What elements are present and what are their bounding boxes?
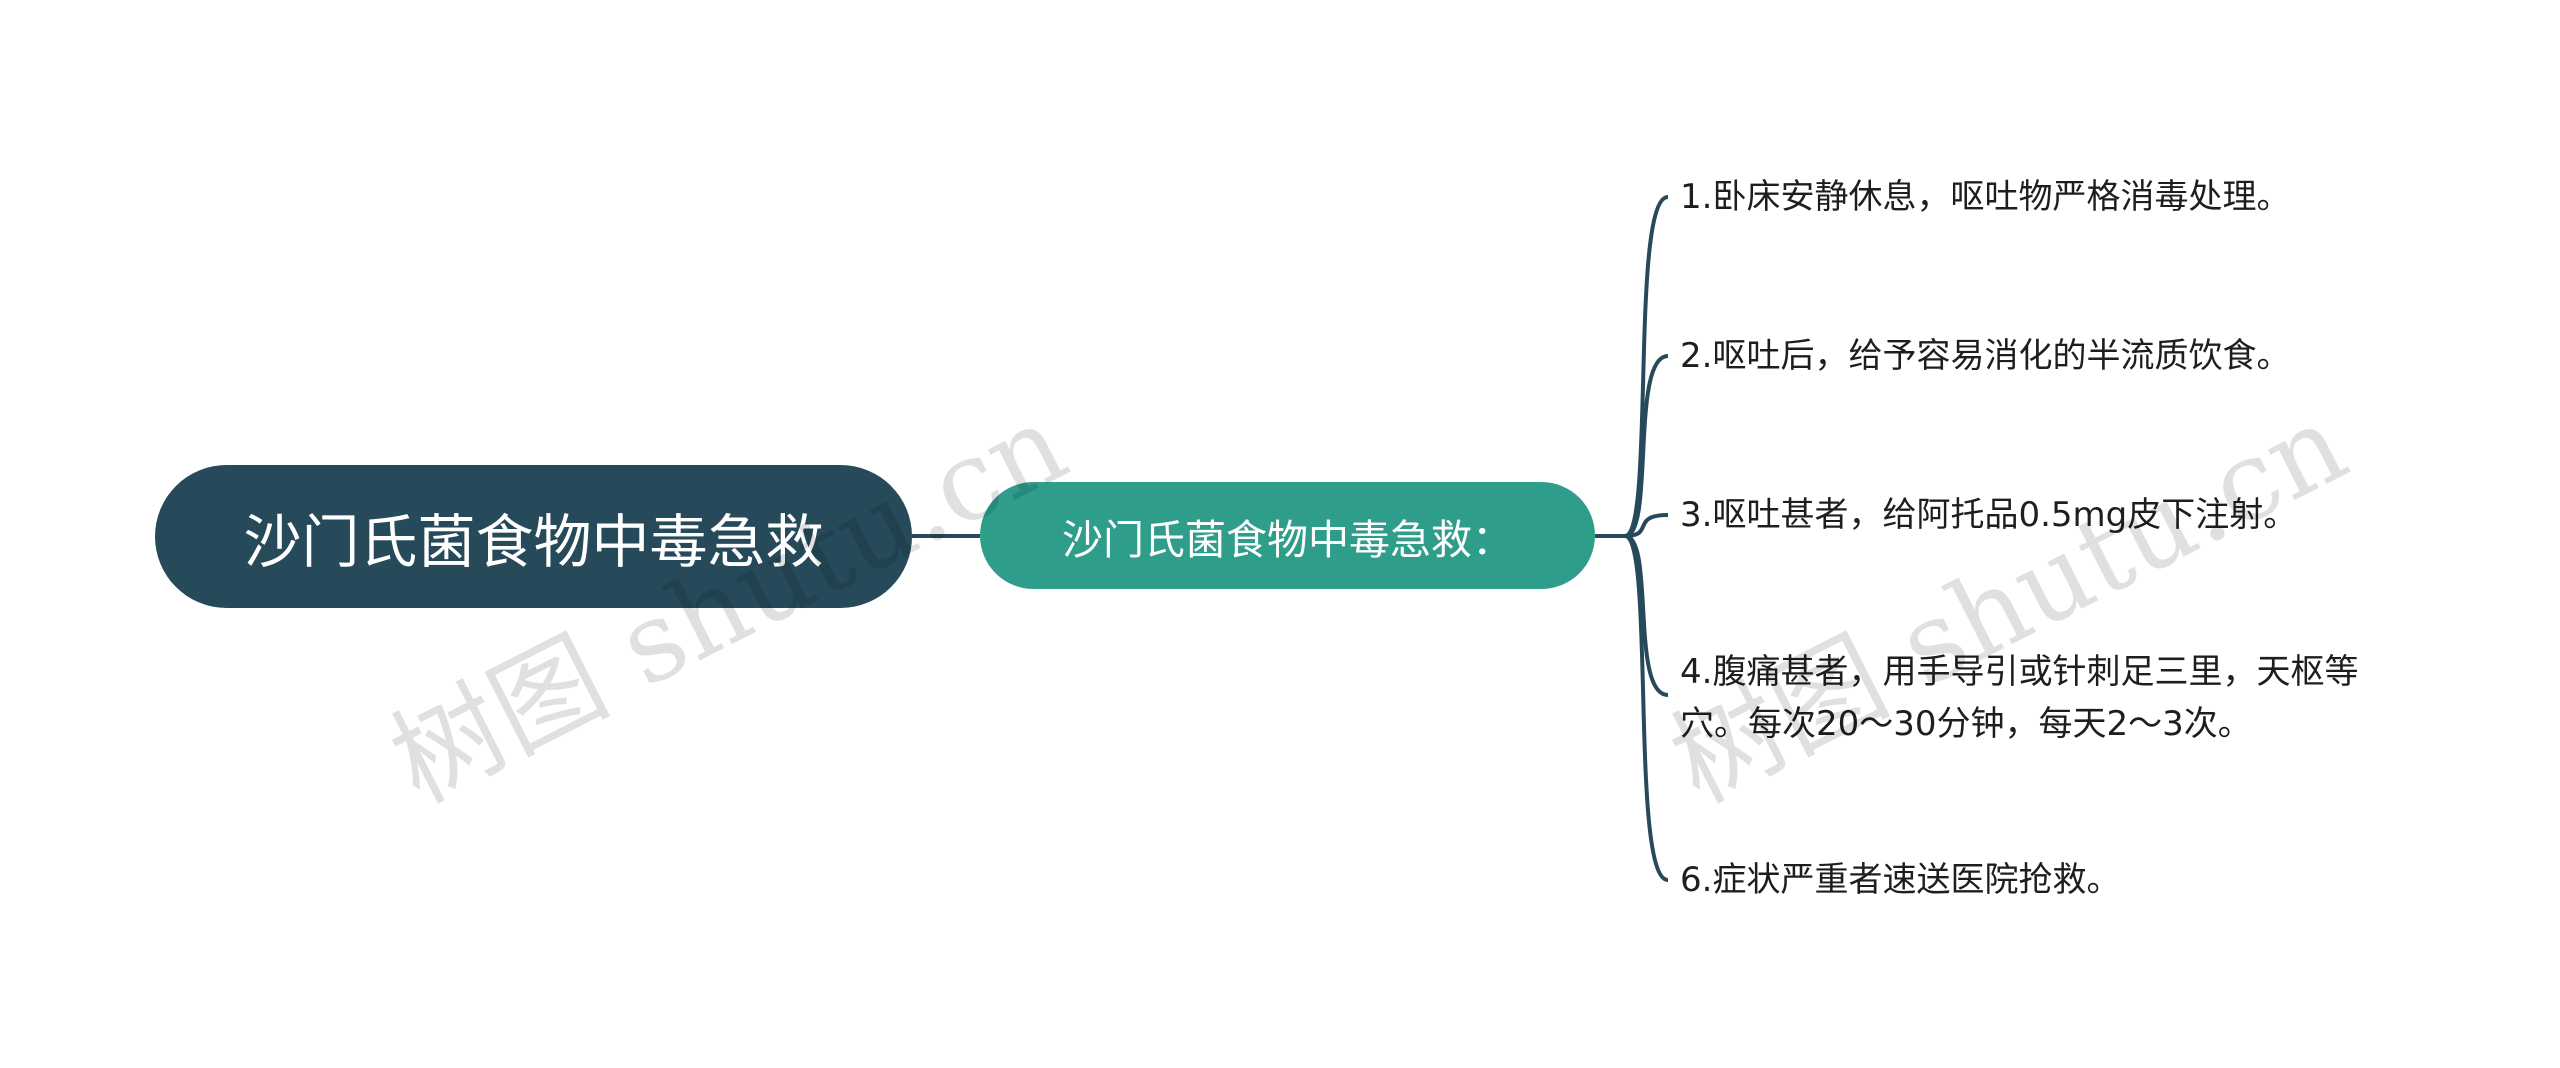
leaf-4-line-1: 4.腹痛甚者，用手导引或针刺足三里，天枢等 — [1680, 652, 2359, 692]
leaf-2-connector — [1624, 354, 1669, 538]
leaf-1-connector — [1624, 195, 1669, 538]
leaf-5-line-1: 6.症状严重者速送医院抢救。 — [1680, 860, 2121, 900]
leaf-3-line-1: 3.呕吐甚者，给阿托品0.5mg皮下注射。 — [1680, 495, 2298, 535]
leaf-4-connector — [1624, 534, 1669, 697]
leaf-node-2[interactable]: 2.呕吐后，给予容易消化的半流质饮食。 — [1680, 330, 2290, 382]
root-node-label: 沙门氏菌食物中毒急救 — [243, 507, 824, 576]
leaf-2-line-1: 2.呕吐后，给予容易消化的半流质饮食。 — [1680, 336, 2291, 376]
branch-node-label: 沙门氏菌食物中毒急救： — [1062, 515, 1513, 564]
branch-node[interactable]: 沙门氏菌食物中毒急救： — [980, 482, 1595, 589]
leaf-node-3[interactable]: 3.呕吐甚者，给阿托品0.5mg皮下注射。 — [1680, 489, 2297, 541]
leaf-node-5[interactable]: 6.症状严重者速送医院抢救。 — [1680, 854, 2120, 906]
leaf-node-1[interactable]: 1.卧床安静休息，呕吐物严格消毒处理。 — [1680, 171, 2290, 223]
leaf-node-4[interactable]: 4.腹痛甚者，用手导引或针刺足三里，天枢等 穴。每次20～30分钟，每天2～3次… — [1680, 646, 2358, 750]
leaf-4-line-2: 穴。每次20～30分钟，每天2～3次。 — [1680, 704, 2252, 744]
root-node[interactable]: 沙门氏菌食物中毒急救 — [155, 465, 912, 608]
leaf-5-connector — [1624, 534, 1669, 882]
leaf-3-connector — [1624, 513, 1669, 538]
leaf-1-line-1: 1.卧床安静休息，呕吐物严格消毒处理。 — [1680, 177, 2291, 217]
